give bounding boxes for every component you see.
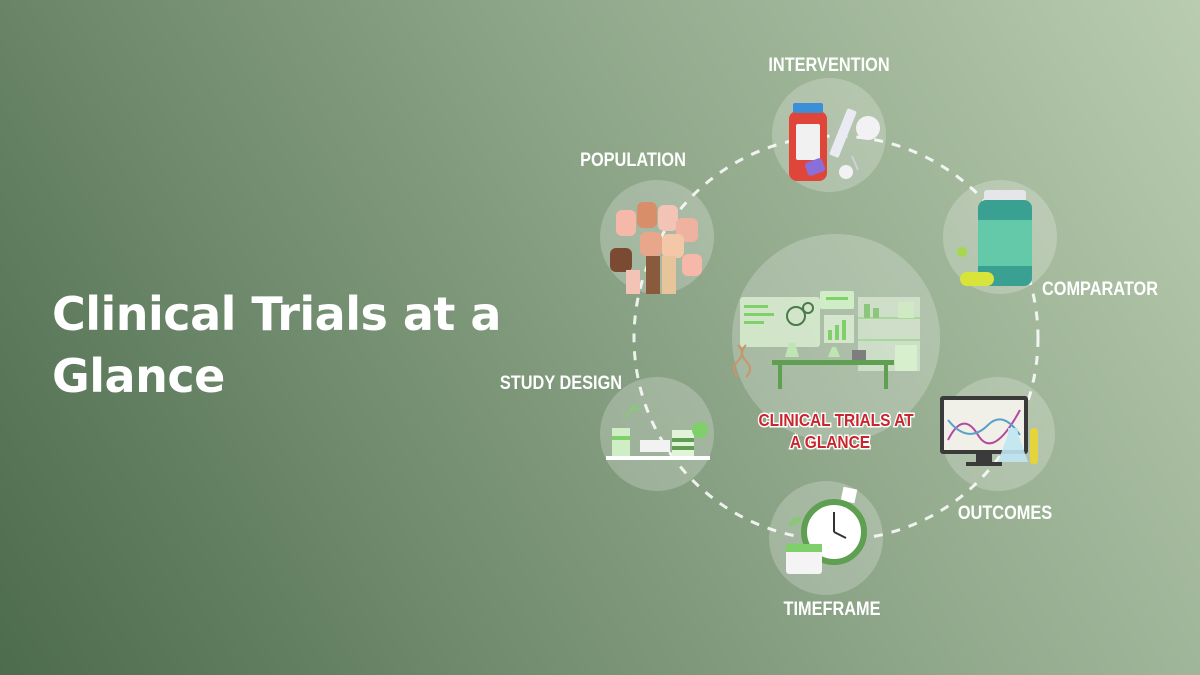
monitor-and-test-tubes-icon	[940, 396, 1038, 466]
label-outcomes: OUTCOMES	[958, 502, 1052, 523]
laboratory-illustration	[733, 291, 920, 389]
alarm-clock-and-calendar-icon	[786, 486, 867, 574]
medicine-and-syringe-icon	[789, 103, 880, 181]
node-comparator: COMPARATOR	[943, 180, 1158, 299]
node-timeframe: TIMEFRAME	[769, 481, 883, 619]
desk-with-books-icon	[606, 404, 710, 460]
center-title-line-1: CLINICAL TRIALS AT	[758, 410, 914, 430]
page-title: Clinical Trials at a Glance	[52, 287, 501, 403]
label-comparator: COMPARATOR	[1042, 278, 1158, 299]
node-study-design: STUDY DESIGN	[500, 372, 714, 491]
medicine-bottle-icon	[957, 190, 1032, 286]
center-title-line-2: A GLANCE	[790, 432, 870, 452]
label-intervention: INTERVENTION	[768, 54, 889, 75]
dashed-ring	[632, 134, 1040, 542]
label-study-design: STUDY DESIGN	[500, 372, 622, 393]
node-outcomes: OUTCOMES	[940, 377, 1055, 523]
label-population: POPULATION	[580, 149, 686, 170]
label-timeframe: TIMEFRAME	[783, 598, 880, 619]
center-node: CLINICAL TRIALS AT A GLANCE	[732, 234, 940, 454]
raised-fists-icon	[610, 202, 702, 294]
node-intervention: INTERVENTION	[768, 54, 890, 192]
node-population: POPULATION	[580, 149, 714, 294]
